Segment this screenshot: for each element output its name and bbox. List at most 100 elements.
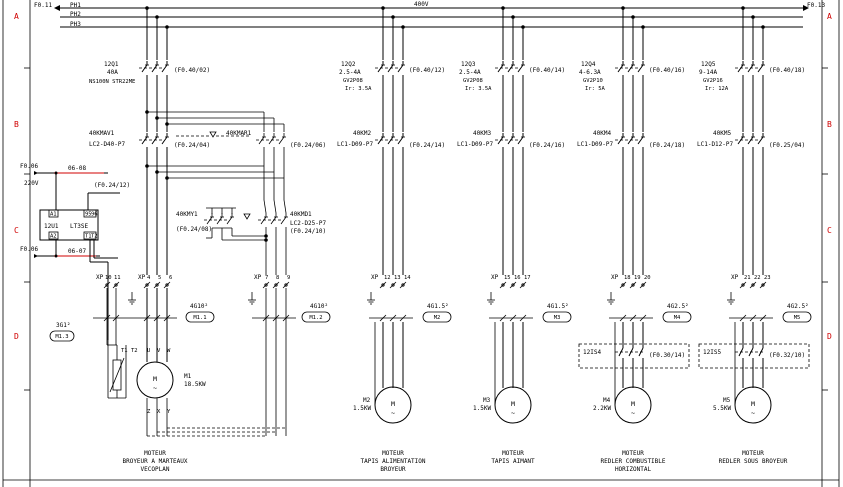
m1-xp2-7: 7	[265, 275, 268, 281]
motor-m1-group: M~	[93, 6, 296, 437]
page-ref-right: F0.13	[807, 2, 825, 9]
relay-pin-95: 95	[85, 212, 92, 218]
relay-ref: (F0.24/12)	[94, 182, 130, 189]
breaker-ref-5: (F0.40/18)	[769, 67, 805, 74]
xp-num-22: 22	[754, 275, 761, 281]
motor-caption-m3-2: TAPIS AIMANT	[491, 458, 535, 465]
motor-caption-m5-2: REDLER SOUS BROYEUR	[719, 458, 788, 465]
m1-xp2-label: XP	[254, 274, 262, 281]
m1-xp-b-5: 5	[158, 275, 161, 281]
m1-xp-a-11: 11	[114, 275, 121, 281]
xp-num-12: 12	[384, 275, 391, 281]
control-out-ref: F0.06	[20, 246, 38, 253]
motor-power-m5: 5.5KW	[713, 405, 731, 412]
breaker-ref-4: (F0.40/16)	[649, 67, 685, 74]
kd1-model: LC2-D25-P7	[290, 220, 327, 227]
m1-xp-b-label: XP	[138, 274, 146, 281]
cable-id-3: M3	[554, 315, 561, 321]
motor-name-m2: M2	[363, 397, 371, 404]
kd1-ref: (F0.24/10)	[290, 228, 326, 235]
motor-symbol-m2: M~	[374, 386, 412, 424]
relay-name: 12U1	[44, 223, 59, 230]
m1-name: M1	[184, 373, 192, 380]
motor-caption-m5-1: MOTEUR	[742, 450, 764, 457]
motor-symbol-m3: M~	[494, 386, 532, 424]
motor-caption-m4-1: MOTEUR	[622, 450, 644, 457]
breaker-ir-2: Ir: 3.5A	[345, 86, 372, 92]
km1-model: LC2-D40-P7	[89, 141, 126, 148]
row-labels: A B C D A B C D	[14, 12, 832, 341]
breaker-model-2: GV2P08	[343, 78, 363, 84]
cable-size-4: 4G2.5²	[667, 303, 689, 310]
row-label-b-right: B	[827, 120, 832, 129]
m1-cable-tags: M1.1 M1.2 M1.3	[49, 311, 331, 342]
m1-winding-x: X	[157, 409, 161, 415]
svg-text:M: M	[631, 400, 635, 408]
m1-breaker-amp: 40A	[107, 69, 118, 76]
row-label-b: B	[14, 120, 19, 129]
motor-name-m3: M3	[483, 397, 491, 404]
cable-id-4: M4	[674, 315, 681, 321]
xp-num-21: 21	[744, 275, 751, 281]
svg-text:~: ~	[153, 384, 157, 392]
bus-phase-1: PH1	[70, 2, 81, 9]
m1-cable-2: 4G10²	[310, 303, 328, 310]
m1-winding-u: U	[147, 348, 150, 354]
isolator-name-4: 12IS4	[583, 349, 601, 356]
motor-caption-m2-2: TAPIS ALIMENTATION	[360, 458, 425, 465]
m1-therm-t1: T1	[121, 348, 128, 354]
breaker-name-2: 12Q2	[341, 61, 356, 68]
m1-xp2-9: 9	[287, 275, 290, 281]
bus-phase-2: PH2	[70, 11, 81, 18]
contactor-model-5: LC1-D12-P7	[697, 141, 734, 148]
page-ref-left: F0.11	[34, 2, 52, 9]
breaker-ref-3: (F0.40/14)	[529, 67, 565, 74]
control-out-wire: 06-07	[68, 248, 86, 255]
isolator-ref-4: (F0.30/14)	[649, 352, 685, 359]
m1-labels: 12Q1 40A NS100N STR22ME (F0.40/02) 40KMA…	[56, 61, 328, 473]
motor-power-m2: 1.5KW	[353, 405, 371, 412]
row-label-a: A	[14, 12, 19, 21]
xp-label-2: XP	[371, 274, 379, 281]
motor-name-m4: M4	[603, 397, 611, 404]
km1-ref: (F0.24/04)	[174, 142, 210, 149]
m1-breaker-ref: (F0.40/02)	[174, 67, 210, 74]
motor-caption-m4-2: REDLER COMBUSTIBLE	[600, 458, 665, 465]
breaker-range-2: 2.5-4A	[339, 69, 361, 76]
xp-num-23: 23	[764, 275, 771, 281]
xp-num-14: 14	[404, 275, 411, 281]
m1-caption-2: BROYEUR A MARTEAUX	[122, 458, 187, 465]
relay-model: LT3SE	[70, 223, 88, 230]
km1-name: 40KMAV1	[89, 130, 115, 137]
m1-power: 18.5KW	[184, 381, 206, 388]
m1-temp-cable-id: M1.3	[55, 334, 68, 340]
xp-num-19: 19	[634, 275, 641, 281]
contactor-model-2: LC1-D09-P7	[337, 141, 374, 148]
motor-caption-m2-1: MOTEUR	[382, 450, 404, 457]
motor-caption-m2-3: BROYEUR	[380, 466, 406, 473]
breaker-name-3: 12Q3	[461, 61, 476, 68]
relay-pin-t1: T1	[85, 234, 92, 240]
control-in-ref: F0.06	[20, 163, 38, 170]
svg-text:~: ~	[631, 409, 635, 417]
m1-winding-z: Z	[147, 409, 151, 415]
m1-xp2-8: 8	[276, 275, 279, 281]
contactor-name-5: 40KM5	[713, 130, 731, 137]
contactor-name-4: 40KM4	[593, 130, 611, 137]
m1-winding-v: V	[157, 348, 161, 354]
contactor-model-3: LC1-D09-P7	[457, 141, 494, 148]
breaker-range-3: 2.5-4A	[459, 69, 481, 76]
bus-phase-3: PH3	[70, 21, 81, 28]
breaker-model-5: GV2P16	[703, 78, 723, 84]
m1-caption-1: MOTEUR	[144, 450, 166, 457]
motor-m1-symbol: M~	[136, 361, 174, 399]
cable-size-5: 4G2.5²	[787, 303, 809, 310]
contactor-model-4: LC1-D09-P7	[577, 141, 614, 148]
m1-cable-1: 4G10²	[190, 303, 208, 310]
cable-id-5: M5	[794, 315, 801, 321]
m1-temp-cable: 3G1²	[56, 322, 70, 329]
